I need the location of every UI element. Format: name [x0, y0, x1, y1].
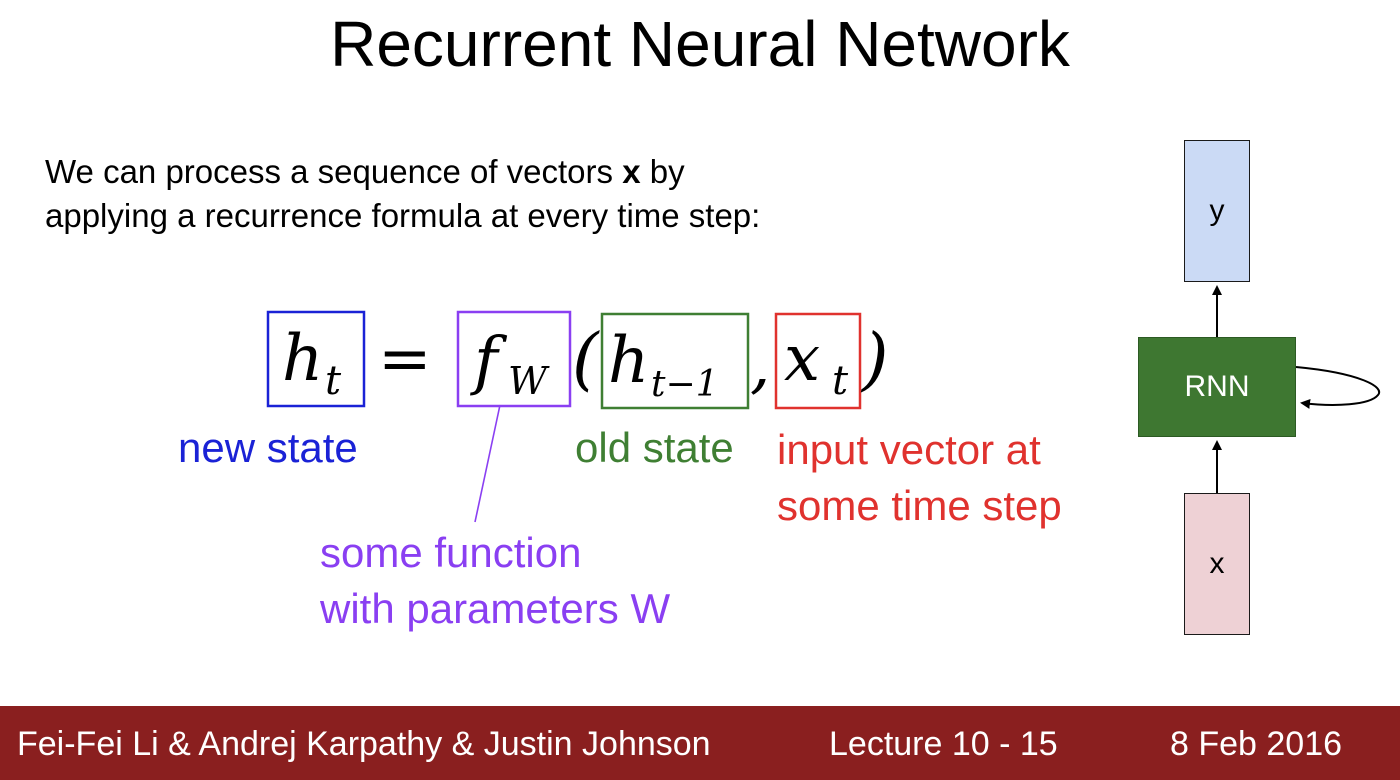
input-x-box: x [1184, 493, 1250, 635]
intro-text: We can process a sequence of vectors x b… [45, 150, 760, 238]
rnn-diagram: y RNN x [1130, 135, 1400, 645]
slide-title: Recurrent Neural Network [330, 8, 1070, 80]
intro-line-2: applying a recurrence formula at every t… [45, 197, 761, 234]
eq-x-sub: t [832, 358, 849, 404]
rnn-cell-box: RNN [1138, 337, 1296, 437]
eq-open-paren: ( [572, 320, 600, 399]
label-new-state: new state [178, 424, 358, 471]
eq-h-prev: h [608, 324, 649, 398]
label-input-vector: input vector at some time step [777, 422, 1062, 534]
function-pointer-line [474, 404, 501, 523]
input-box [774, 312, 862, 410]
label-function-line-2: with parameters W [320, 585, 671, 632]
old-state-box [600, 312, 750, 410]
new-state-box [266, 310, 366, 408]
output-y-box: y [1184, 140, 1250, 282]
label-input-line-1: input vector at [777, 426, 1041, 473]
eq-w-sub: W [508, 359, 550, 403]
eq-h: h [282, 322, 323, 396]
eq-x: x [784, 322, 820, 396]
function-box [456, 310, 572, 408]
eq-comma: , [750, 328, 770, 402]
recurrence-equation: h t = f W ( h t−1 , x t ) [230, 290, 930, 430]
footer-bar: Fei-Fei Li & Andrej Karpathy & Justin Jo… [0, 706, 1400, 780]
eq-t-sub: t [325, 358, 342, 404]
footer-date: 8 Feb 2016 [1170, 725, 1343, 763]
diagram-arrows [1212, 285, 1381, 493]
eq-f: f [470, 324, 508, 398]
label-old-state: old state [575, 424, 734, 471]
intro-line-1: We can process a sequence of vectors x b… [45, 153, 685, 190]
label-function: some function with parameters W [320, 525, 670, 637]
label-function-line-1: some function [320, 529, 582, 576]
label-input-line-2: some time step [777, 482, 1062, 529]
eq-t-minus-1: t−1 [651, 364, 719, 405]
footer-authors: Fei-Fei Li & Andrej Karpathy & Justin Jo… [17, 725, 711, 763]
intro-bold-x: x [622, 153, 641, 190]
recurrent-loop-arrow [1295, 366, 1381, 409]
eq-close-paren: ) [860, 320, 889, 399]
eq-equals: = [378, 322, 432, 396]
footer-lecture: Lecture 10 - 15 [829, 725, 1058, 763]
